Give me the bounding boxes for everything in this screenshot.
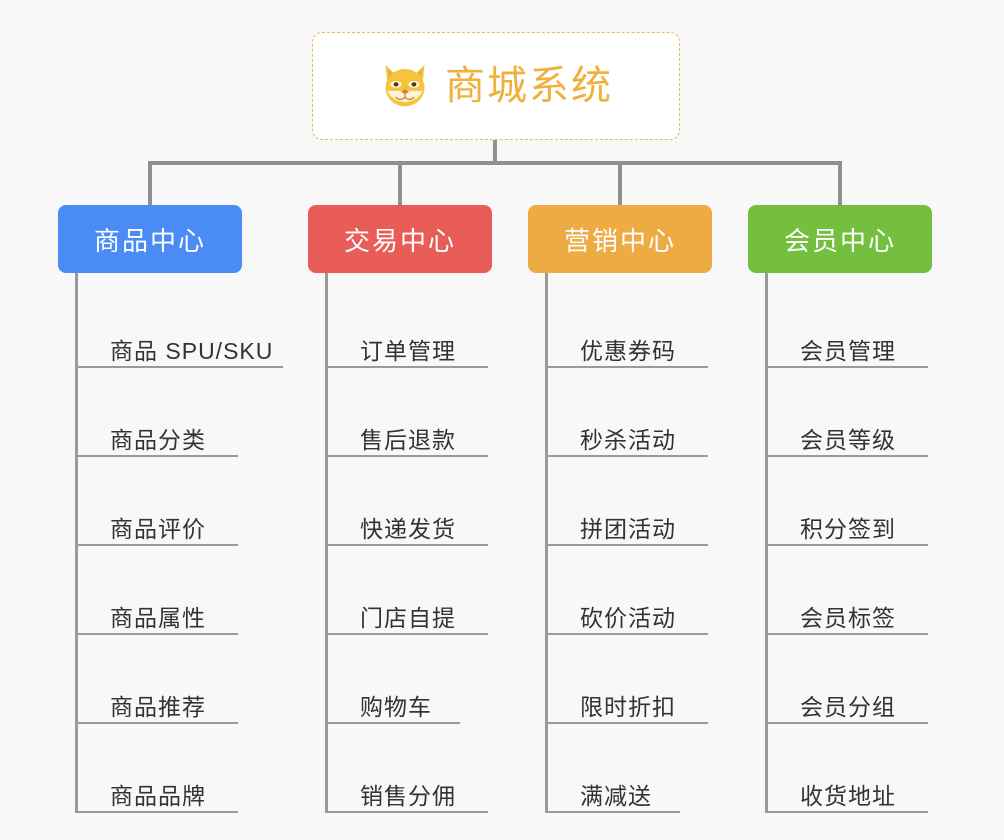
connector-drop-1 — [148, 161, 152, 207]
leaf-label: 会员管理 — [800, 337, 896, 364]
list-item[interactable]: 拼团活动 — [548, 457, 748, 546]
category-label-3: 营销中心 — [563, 225, 676, 256]
leaf-underline — [328, 455, 488, 457]
list-item[interactable]: 门店自提 — [328, 546, 528, 635]
list-item[interactable]: 商品品牌 — [78, 724, 278, 813]
connector-drop-3 — [618, 161, 622, 207]
category-box-1[interactable]: 商品中心 — [58, 205, 242, 273]
leaf-label: 会员等级 — [800, 426, 896, 453]
list-item[interactable]: 优惠券码 — [548, 279, 748, 368]
leaf-label: 销售分佣 — [360, 782, 456, 809]
category-label-2: 交易中心 — [343, 225, 456, 256]
category-label-4: 会员中心 — [783, 225, 896, 256]
list-item[interactable]: 收货地址 — [768, 724, 968, 813]
leaf-label: 商品品牌 — [110, 782, 206, 809]
leaf-label: 订单管理 — [360, 337, 456, 364]
leaf-underline — [548, 722, 708, 724]
list-item[interactable]: 会员管理 — [768, 279, 968, 368]
branch-column-4: 会员中心 会员管理 会员等级 积分签到 会员标签 会员分组 — [748, 205, 968, 813]
leaf-underline — [328, 811, 488, 813]
leaf-underline — [768, 633, 928, 635]
connector-root-stem — [493, 140, 497, 164]
list-item[interactable]: 购物车 — [328, 635, 528, 724]
list-item[interactable]: 砍价活动 — [548, 546, 748, 635]
leaf-label: 秒杀活动 — [580, 426, 676, 453]
leaf-underline — [328, 366, 488, 368]
leaf-underline — [78, 811, 238, 813]
list-item[interactable]: 快递发货 — [328, 457, 528, 546]
leaf-label: 收货地址 — [800, 782, 896, 809]
leaf-underline — [328, 633, 488, 635]
list-item[interactable]: 积分签到 — [768, 457, 968, 546]
leaf-label: 购物车 — [360, 693, 432, 720]
leaf-label: 快递发货 — [360, 515, 456, 542]
list-item[interactable]: 会员等级 — [768, 368, 968, 457]
leaf-label: 商品分类 — [110, 426, 206, 453]
shiba-dog-face-icon — [385, 64, 425, 107]
leaf-underline — [78, 455, 238, 457]
leaf-label: 门店自提 — [360, 604, 456, 631]
category-box-3[interactable]: 营销中心 — [528, 205, 712, 273]
leaf-label: 会员分组 — [800, 693, 896, 720]
branch-column-1: 商品中心 商品 SPU/SKU 商品分类 商品评价 商品属性 商品推荐 — [58, 205, 283, 813]
list-item[interactable]: 秒杀活动 — [548, 368, 748, 457]
leaf-underline — [78, 722, 238, 724]
leaf-label: 商品 SPU/SKU — [110, 337, 274, 364]
list-item[interactable]: 限时折扣 — [548, 635, 748, 724]
leaf-list-4: 会员管理 会员等级 积分签到 会员标签 会员分组 收货地址 — [765, 273, 968, 813]
root-node[interactable]: 商城系统 — [312, 32, 680, 140]
leaf-label: 商品属性 — [110, 604, 206, 631]
leaf-list-3: 优惠券码 秒杀活动 拼团活动 砍价活动 限时折扣 满减送 — [545, 273, 748, 813]
leaf-list-1: 商品 SPU/SKU 商品分类 商品评价 商品属性 商品推荐 商品品牌 — [75, 273, 283, 813]
leaf-underline — [328, 722, 460, 724]
leaf-underline — [768, 455, 928, 457]
leaf-label: 商品推荐 — [110, 693, 206, 720]
list-item[interactable]: 商品分类 — [78, 368, 278, 457]
leaf-label: 拼团活动 — [580, 515, 676, 542]
connector-drop-2 — [398, 161, 402, 207]
connector-drop-4 — [838, 161, 842, 207]
leaf-list-2: 订单管理 售后退款 快递发货 门店自提 购物车 销售分佣 — [325, 273, 528, 813]
list-item[interactable]: 商品 SPU/SKU — [78, 279, 283, 368]
category-box-2[interactable]: 交易中心 — [308, 205, 492, 273]
branch-column-2: 交易中心 订单管理 售后退款 快递发货 门店自提 购物车 — [308, 205, 528, 813]
leaf-label: 售后退款 — [360, 426, 456, 453]
leaf-label: 限时折扣 — [580, 693, 676, 720]
list-item[interactable]: 商品属性 — [78, 546, 278, 635]
list-item[interactable]: 商品推荐 — [78, 635, 278, 724]
leaf-label: 满减送 — [580, 782, 652, 809]
leaf-label: 会员标签 — [800, 604, 896, 631]
category-box-4[interactable]: 会员中心 — [748, 205, 932, 273]
leaf-label: 积分签到 — [800, 515, 896, 542]
leaf-label: 优惠券码 — [580, 337, 676, 364]
list-item[interactable]: 商品评价 — [78, 457, 278, 546]
leaf-underline — [78, 633, 238, 635]
branch-column-3: 营销中心 优惠券码 秒杀活动 拼团活动 砍价活动 限时折扣 — [528, 205, 748, 813]
leaf-underline — [328, 544, 488, 546]
leaf-underline — [78, 544, 238, 546]
leaf-underline — [768, 811, 928, 813]
list-item[interactable]: 售后退款 — [328, 368, 528, 457]
leaf-underline — [548, 366, 708, 368]
leaf-underline — [548, 455, 708, 457]
list-item[interactable]: 销售分佣 — [328, 724, 528, 813]
leaf-label: 砍价活动 — [580, 604, 676, 631]
leaf-underline — [548, 544, 708, 546]
category-label-1: 商品中心 — [93, 225, 206, 256]
leaf-underline — [548, 633, 708, 635]
list-item[interactable]: 会员分组 — [768, 635, 968, 724]
list-item[interactable]: 订单管理 — [328, 279, 528, 368]
leaf-underline — [768, 722, 928, 724]
leaf-label: 商品评价 — [110, 515, 206, 542]
connector-horizontal-bar — [150, 161, 842, 165]
list-item[interactable]: 会员标签 — [768, 546, 968, 635]
leaf-underline — [768, 366, 928, 368]
root-title: 商城系统 — [445, 64, 613, 108]
leaf-underline — [548, 811, 680, 813]
leaf-underline — [78, 366, 283, 368]
leaf-underline — [768, 544, 928, 546]
list-item[interactable]: 满减送 — [548, 724, 748, 813]
